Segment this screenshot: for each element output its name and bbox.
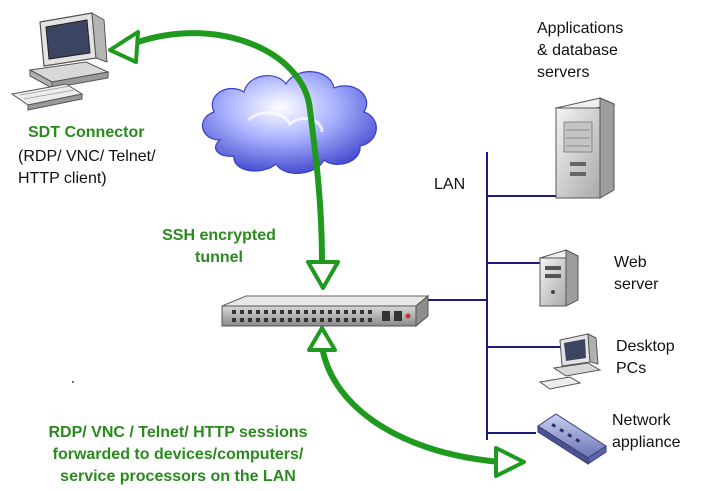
lan-wiring (426, 152, 578, 440)
desktop-pc-icon (538, 333, 602, 390)
ssh-tunnel-label-line2: tunnel (195, 249, 243, 266)
sessions-label-line3: service processors on the LAN (60, 468, 296, 485)
desktop-pcs-label-line2: PCs (616, 360, 647, 377)
stray-dot (72, 381, 74, 383)
server-tower-icon (554, 97, 616, 199)
network-appliance-label-line1: Network (612, 412, 671, 429)
desktop-pcs-label-line1: Desktop (616, 338, 675, 355)
sdt-connector-label: SDT Connector (28, 124, 145, 141)
sessions-arrow (307, 326, 526, 478)
sessions-label-line2: forwarded to devices/computers/ (52, 446, 304, 463)
web-server-label-line1: Web (614, 254, 647, 271)
network-appliance-icon (537, 413, 607, 465)
client-computer-icon (10, 12, 110, 111)
sessions-label-line1: RDP/ VNC / Telnet/ HTTP sessions (48, 424, 308, 441)
ssh-tunnel-label-line1: SSH encrypted (162, 227, 276, 244)
ssh-tunnel-arrow (108, 30, 340, 290)
web-server-label-line2: server (614, 276, 659, 293)
client-type-label-line1: (RDP/ VNC/ Telnet/ (18, 148, 156, 165)
app-servers-label-line1: Applications (537, 20, 624, 37)
console-switch-icon (221, 294, 430, 328)
lan-label: LAN (434, 176, 466, 193)
app-servers-label-line3: servers (537, 64, 590, 81)
client-type-label-line2: HTTP client) (18, 170, 107, 187)
network-appliance-label-line2: appliance (612, 434, 681, 451)
web-server-icon (538, 249, 580, 307)
app-servers-label-line2: & database (537, 42, 618, 59)
cloud-icon (202, 71, 377, 174)
